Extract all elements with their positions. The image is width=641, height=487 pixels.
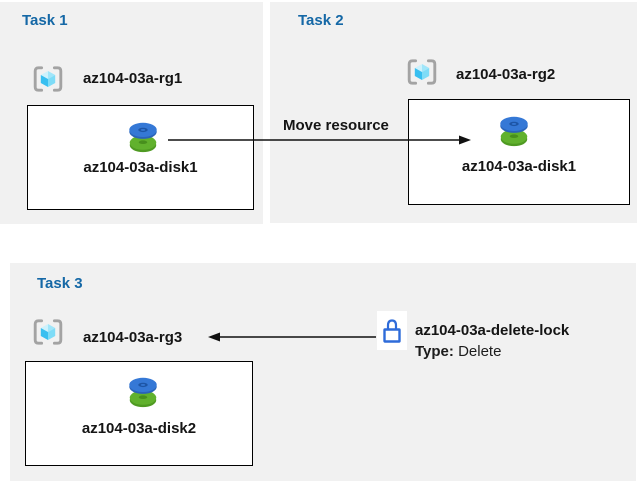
lock-type-value: Delete bbox=[458, 343, 502, 360]
managed-disk-icon bbox=[495, 113, 533, 149]
task3-title: Task 3 bbox=[37, 275, 83, 292]
task1-resource-box bbox=[27, 105, 254, 210]
task1-title: Task 1 bbox=[22, 12, 68, 29]
managed-disk-icon bbox=[124, 119, 162, 155]
task3-resource-label: az104-03a-disk2 bbox=[81, 420, 197, 437]
lock-type-label: Type: bbox=[415, 343, 454, 360]
task2-rg-label: az104-03a-rg2 bbox=[456, 66, 556, 83]
task2-resource-label: az104-03a-disk1 bbox=[461, 158, 577, 175]
task1-resource-label: az104-03a-disk1 bbox=[83, 159, 198, 176]
task3-rg-label: az104-03a-rg3 bbox=[83, 329, 183, 346]
task2-title: Task 2 bbox=[298, 12, 344, 29]
managed-disk-icon bbox=[124, 374, 162, 410]
resource-group-icon bbox=[32, 61, 64, 97]
task1-rg-label: az104-03a-rg1 bbox=[83, 70, 183, 87]
lock-name-label: az104-03a-delete-lock bbox=[415, 322, 570, 339]
move-resource-label: Move resource bbox=[283, 117, 389, 134]
resource-group-icon bbox=[32, 314, 64, 350]
lock-icon bbox=[381, 317, 403, 345]
lock-type-line: Type: Delete bbox=[415, 343, 501, 360]
task2-resource-box bbox=[408, 99, 630, 205]
lock-plate bbox=[377, 311, 407, 350]
resource-group-icon bbox=[406, 54, 438, 90]
